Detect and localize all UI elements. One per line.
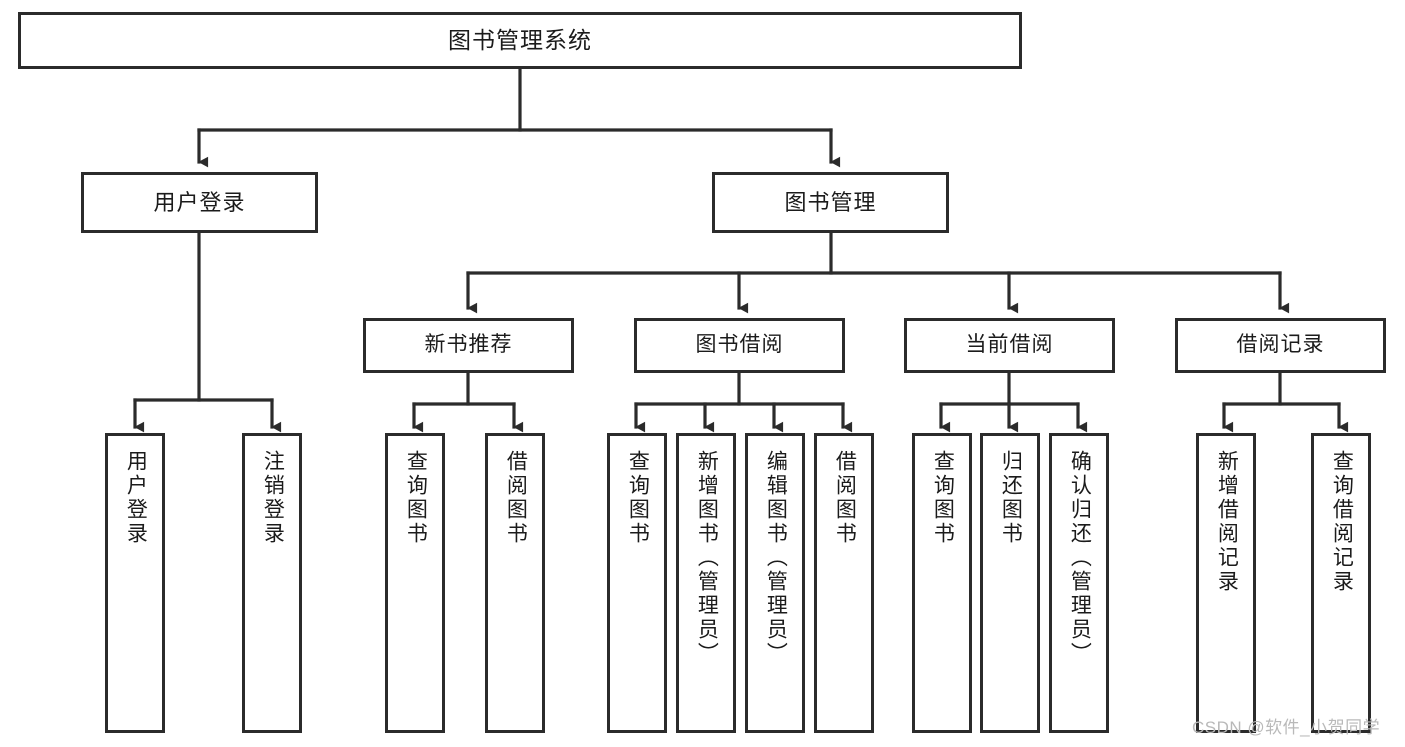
leaf-borrow-edit-book-admin[interactable]: 编辑图书（管理员） bbox=[745, 433, 805, 733]
node-label: 用户登录 bbox=[153, 189, 246, 215]
node-current-borrow[interactable]: 当前借阅 bbox=[904, 318, 1115, 373]
node-book-borrow[interactable]: 图书借阅 bbox=[634, 318, 845, 373]
node-label: 查询图书 bbox=[626, 450, 650, 546]
node-book-management[interactable]: 图书管理 bbox=[712, 172, 949, 233]
node-borrow-record[interactable]: 借阅记录 bbox=[1175, 318, 1386, 373]
node-label: 借阅图书 bbox=[504, 450, 528, 546]
node-label: 确认归还（管理员） bbox=[1068, 450, 1092, 666]
csdn-watermark: CSDN @软件_小贺同学 bbox=[1192, 718, 1381, 737]
node-label: 查询图书 bbox=[404, 450, 428, 546]
node-new-book-recommend[interactable]: 新书推荐 bbox=[363, 318, 574, 373]
node-label: 新增借阅记录 bbox=[1215, 450, 1239, 594]
node-root-system[interactable]: 图书管理系统 bbox=[18, 12, 1022, 69]
leaf-user-login-signout[interactable]: 注销登录 bbox=[242, 433, 302, 733]
node-label: 用户登录 bbox=[124, 450, 148, 546]
leaf-record-add-record[interactable]: 新增借阅记录 bbox=[1196, 433, 1256, 733]
node-label: 查询图书 bbox=[931, 450, 955, 546]
leaf-record-query-record[interactable]: 查询借阅记录 bbox=[1311, 433, 1371, 733]
leaf-borrow-query-book[interactable]: 查询图书 bbox=[607, 433, 667, 733]
leaf-recommend-query-book[interactable]: 查询图书 bbox=[385, 433, 445, 733]
leaf-recommend-borrow-book[interactable]: 借阅图书 bbox=[485, 433, 545, 733]
node-label: 编辑图书（管理员） bbox=[764, 450, 788, 666]
node-label: 图书管理系统 bbox=[448, 27, 592, 54]
leaf-user-login-signin[interactable]: 用户登录 bbox=[105, 433, 165, 733]
node-label: 图书管理 bbox=[784, 189, 877, 215]
node-user-login[interactable]: 用户登录 bbox=[81, 172, 318, 233]
leaf-current-return-book[interactable]: 归还图书 bbox=[980, 433, 1040, 733]
node-label: 注销登录 bbox=[261, 450, 285, 546]
node-label: 新书推荐 bbox=[424, 333, 513, 357]
node-label: 借阅图书 bbox=[833, 450, 857, 546]
leaf-borrow-add-book-admin[interactable]: 新增图书（管理员） bbox=[676, 433, 736, 733]
node-label: 归还图书 bbox=[999, 450, 1023, 546]
leaf-current-query-book[interactable]: 查询图书 bbox=[912, 433, 972, 733]
node-label: 查询借阅记录 bbox=[1330, 450, 1354, 594]
leaf-current-confirm-return-admin[interactable]: 确认归还（管理员） bbox=[1049, 433, 1109, 733]
leaf-borrow-borrow-book[interactable]: 借阅图书 bbox=[814, 433, 874, 733]
node-label: 图书借阅 bbox=[695, 333, 784, 357]
node-label: 借阅记录 bbox=[1236, 333, 1325, 357]
node-label: 新增图书（管理员） bbox=[695, 450, 719, 666]
node-label: 当前借阅 bbox=[965, 333, 1054, 357]
